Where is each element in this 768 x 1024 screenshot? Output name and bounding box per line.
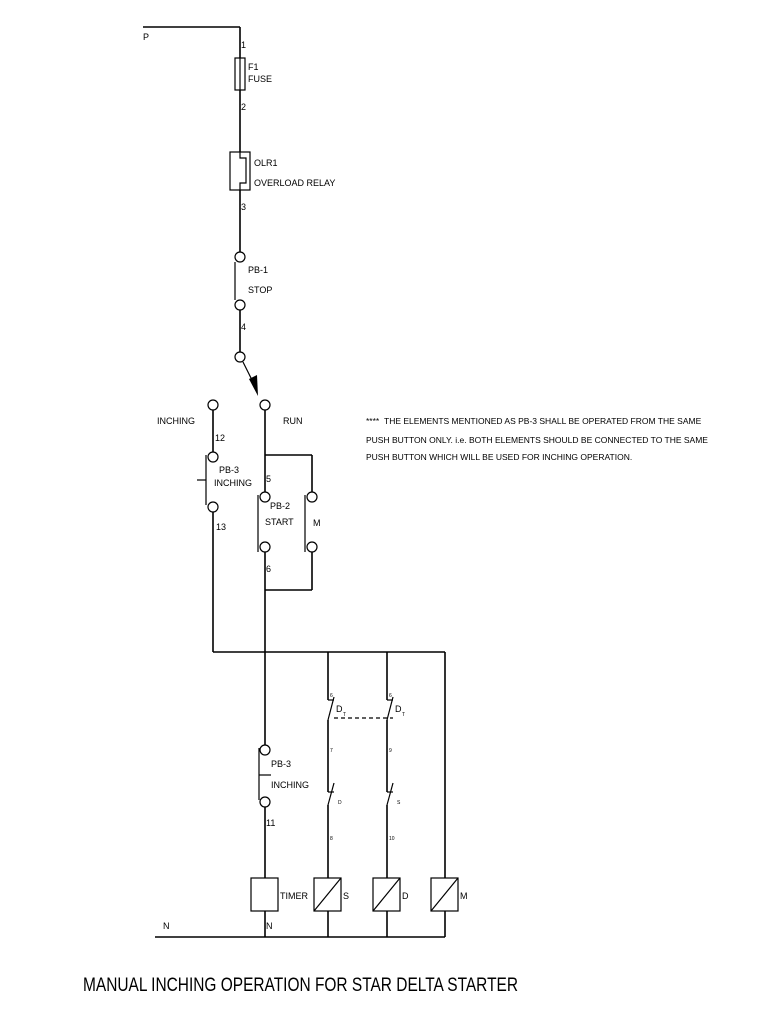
nc-contact-s-tag: S [397, 800, 401, 806]
inching-button-top-name: INCHING [214, 478, 252, 488]
delta-contactor-coil [372, 877, 401, 912]
start-button-tag: PB-2 [270, 501, 290, 511]
wire-number-2: 2 [241, 102, 246, 112]
inching-position-label: INCHING [157, 416, 195, 426]
supply-line [143, 26, 241, 58]
wire-number-9: 9 [389, 748, 392, 754]
main-coil-label: M [460, 891, 468, 901]
wire-number-11: 11 [266, 818, 275, 828]
overload-name: OVERLOAD RELAY [254, 178, 335, 188]
inching-button-bottom-tag: PB-3 [271, 759, 291, 769]
selector-switch [207, 351, 271, 411]
star-coil-label: S [343, 891, 349, 901]
inching-button-top-symbol [197, 451, 219, 513]
timer-contact-right-tag: D [395, 704, 402, 714]
wire-number-1: 1 [241, 40, 246, 50]
wire-number-13: 13 [216, 522, 226, 532]
timer-contact-right-sub: T [402, 712, 405, 718]
stop-button-symbol [234, 251, 246, 311]
neutral-label: N [163, 921, 170, 931]
timer-coil [250, 877, 279, 912]
nc-contact-s [386, 782, 394, 806]
inching-button-bottom-name: INCHING [271, 780, 309, 790]
stop-button-name: STOP [248, 285, 272, 295]
timer-contact-left-sub: T [343, 712, 346, 718]
wire-number-10: 10 [389, 836, 395, 842]
timer-coil-label: TIMER [280, 891, 308, 901]
overload-tag: OLR1 [254, 158, 278, 168]
timer-contact-left [327, 696, 335, 721]
note-marker: **** [366, 416, 380, 426]
phase-label: P [143, 32, 149, 42]
inching-button-top-tag: PB-3 [219, 465, 239, 475]
wire-number-6: 6 [266, 564, 271, 574]
fuse-symbol [234, 57, 246, 91]
fuse-tag: F1 [248, 62, 259, 72]
run-position-label: RUN [283, 416, 303, 426]
delta-coil-label: D [402, 891, 409, 901]
fuse-name: FUSE [248, 74, 272, 84]
nc-contact-d-tag: D [338, 800, 342, 806]
wire-number-5: 5 [266, 474, 271, 484]
nc-contact-d [327, 782, 335, 806]
wire-number-7: 7 [330, 748, 333, 754]
inching-button-bottom-symbol [258, 744, 271, 808]
interlock-left-wire-in: 6 [330, 693, 333, 699]
overload-relay-symbol [229, 151, 251, 191]
start-button-name: START [265, 517, 294, 527]
interlock-right-wire-in: 6 [389, 693, 392, 699]
diagram-title: MANUAL INCHING OPERATION FOR STAR DELTA … [83, 975, 518, 996]
stop-button-tag: PB-1 [248, 265, 268, 275]
wire-number-12: 12 [215, 433, 225, 443]
neutral-line [155, 911, 446, 938]
holding-contact-m-symbol [304, 491, 318, 553]
timer-contact-left-tag: D [336, 704, 343, 714]
main-contactor-coil [430, 877, 459, 912]
timer-neutral-label: N [266, 921, 273, 931]
wire-number-4: 4 [241, 322, 246, 332]
holding-contact-label: M [313, 518, 321, 528]
note-line-1: THE ELEMENTS MENTIONED AS PB-3 SHALL BE … [384, 416, 702, 426]
note-line-3: PUSH BUTTON WHICH WILL BE USED FOR INCHI… [366, 452, 632, 462]
star-contactor-coil [313, 877, 342, 912]
wire-number-3: 3 [241, 202, 246, 212]
note-line-2: PUSH BUTTON ONLY. i.e. BOTH ELEMENTS SHO… [366, 435, 708, 445]
timer-contact-right [386, 696, 394, 721]
wire-number-8: 8 [330, 836, 333, 842]
